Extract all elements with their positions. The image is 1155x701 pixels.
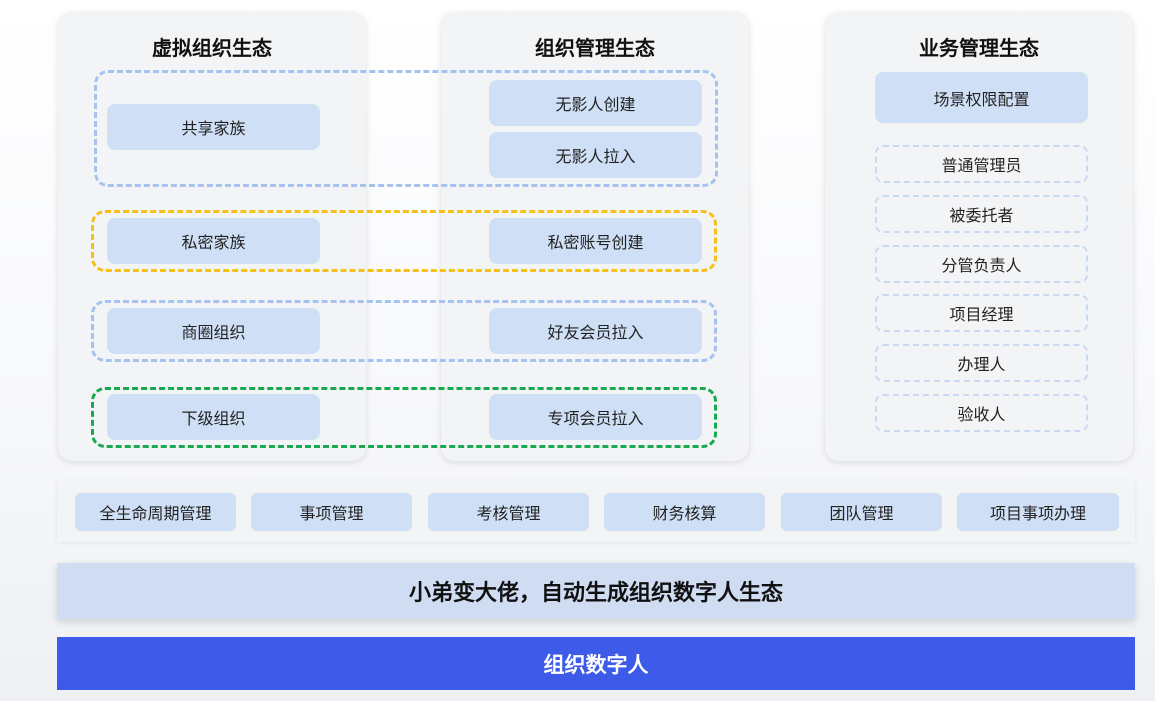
node-shadow-create[interactable]: 无影人创建 — [489, 80, 702, 126]
biz-mgmt-title: 业务管理生态 — [919, 36, 1039, 60]
org-digital-human-base: 组织数字人 — [57, 637, 1135, 690]
role-acceptor[interactable]: 验收人 — [875, 394, 1088, 432]
role-handler[interactable]: 办理人 — [875, 344, 1088, 382]
ecosystem-banner: 小弟变大佬，自动生成组织数字人生态 — [57, 563, 1135, 619]
role-project-manager[interactable]: 项目经理 — [875, 294, 1088, 332]
functions-strip — [57, 480, 1135, 542]
func-lifecycle-mgmt[interactable]: 全生命周期管理 — [75, 493, 236, 531]
node-shadow-pull-in[interactable]: 无影人拉入 — [489, 132, 702, 178]
node-shared-family[interactable]: 共享家族 — [107, 104, 320, 150]
node-private-family[interactable]: 私密家族 — [107, 218, 320, 264]
func-assessment-mgmt[interactable]: 考核管理 — [428, 493, 589, 531]
role-division-head[interactable]: 分管负责人 — [875, 245, 1088, 283]
func-matter-mgmt[interactable]: 事项管理 — [251, 493, 412, 531]
org-mgmt-title: 组织管理生态 — [535, 36, 655, 60]
func-finance-accounting[interactable]: 财务核算 — [604, 493, 765, 531]
node-business-circle-org[interactable]: 商圈组织 — [107, 308, 320, 354]
node-scene-permission-config[interactable]: 场景权限配置 — [875, 72, 1088, 123]
func-team-mgmt[interactable]: 团队管理 — [781, 493, 942, 531]
func-project-matter-handling[interactable]: 项目事项办理 — [957, 493, 1119, 531]
role-general-admin[interactable]: 普通管理员 — [875, 145, 1088, 183]
node-subordinate-org[interactable]: 下级组织 — [107, 394, 320, 440]
node-private-account-create[interactable]: 私密账号创建 — [489, 218, 702, 264]
node-friend-member-pull-in[interactable]: 好友会员拉入 — [489, 308, 702, 354]
node-special-member-pull-in[interactable]: 专项会员拉入 — [489, 394, 702, 440]
virtual-org-title: 虚拟组织生态 — [152, 36, 272, 60]
role-delegate[interactable]: 被委托者 — [875, 195, 1088, 233]
